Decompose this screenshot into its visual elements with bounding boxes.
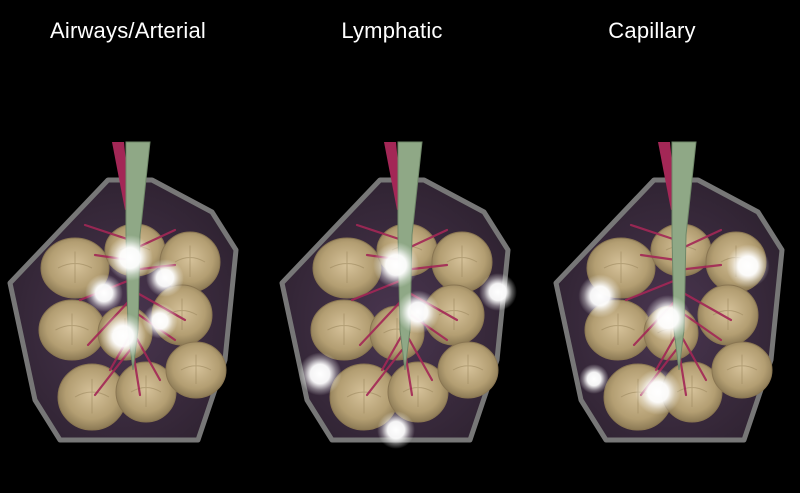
pulmonary-artery — [384, 142, 402, 210]
alveolus-cluster — [711, 341, 773, 399]
lobule-lymphatic — [279, 141, 517, 449]
arteriole-branch — [358, 298, 404, 347]
panel-title-lymphatic: Lymphatic — [341, 18, 443, 43]
nodule — [726, 244, 770, 288]
alveolus-cluster — [115, 361, 177, 423]
panel-title-capillary: Capillary — [608, 18, 696, 43]
nodule — [373, 242, 419, 288]
arteriole-branch — [639, 253, 678, 262]
panel-title-airways-arterial: Airways/Arterial — [49, 18, 206, 43]
pulmonary-artery — [112, 142, 130, 210]
arteriole-branch — [355, 223, 404, 242]
arteriole-branch — [380, 333, 404, 372]
alveolus-cluster — [387, 361, 449, 423]
nodule — [107, 235, 153, 281]
alveolus-cluster — [697, 284, 759, 346]
arteriole-branch — [624, 278, 678, 302]
arteriole-branch — [676, 288, 733, 322]
nodule — [142, 303, 178, 339]
alveolus-cluster — [329, 363, 399, 431]
nodule — [298, 352, 342, 396]
alveolus-cluster — [165, 341, 227, 399]
alveolus-cluster — [437, 341, 499, 399]
nodule — [578, 274, 622, 318]
nodule — [479, 273, 517, 311]
alveolus-cluster — [57, 363, 127, 431]
nodule — [645, 295, 691, 341]
pulmonary-artery — [658, 142, 676, 210]
lobule-airways-arterial — [7, 141, 239, 443]
nodule — [85, 274, 123, 312]
alveolus-cluster — [310, 299, 378, 361]
nodule — [579, 364, 609, 394]
nodule — [396, 290, 440, 334]
alveolus-cluster — [312, 237, 382, 299]
lobule-capillary — [553, 141, 785, 443]
arteriole-branch — [629, 223, 678, 242]
nodule — [146, 259, 184, 297]
arteriole-branch — [365, 348, 404, 397]
nodule — [635, 369, 681, 415]
arteriole-branch — [654, 333, 678, 372]
nodule — [377, 411, 415, 449]
nodule — [100, 313, 146, 359]
alveolus-cluster — [431, 231, 493, 293]
